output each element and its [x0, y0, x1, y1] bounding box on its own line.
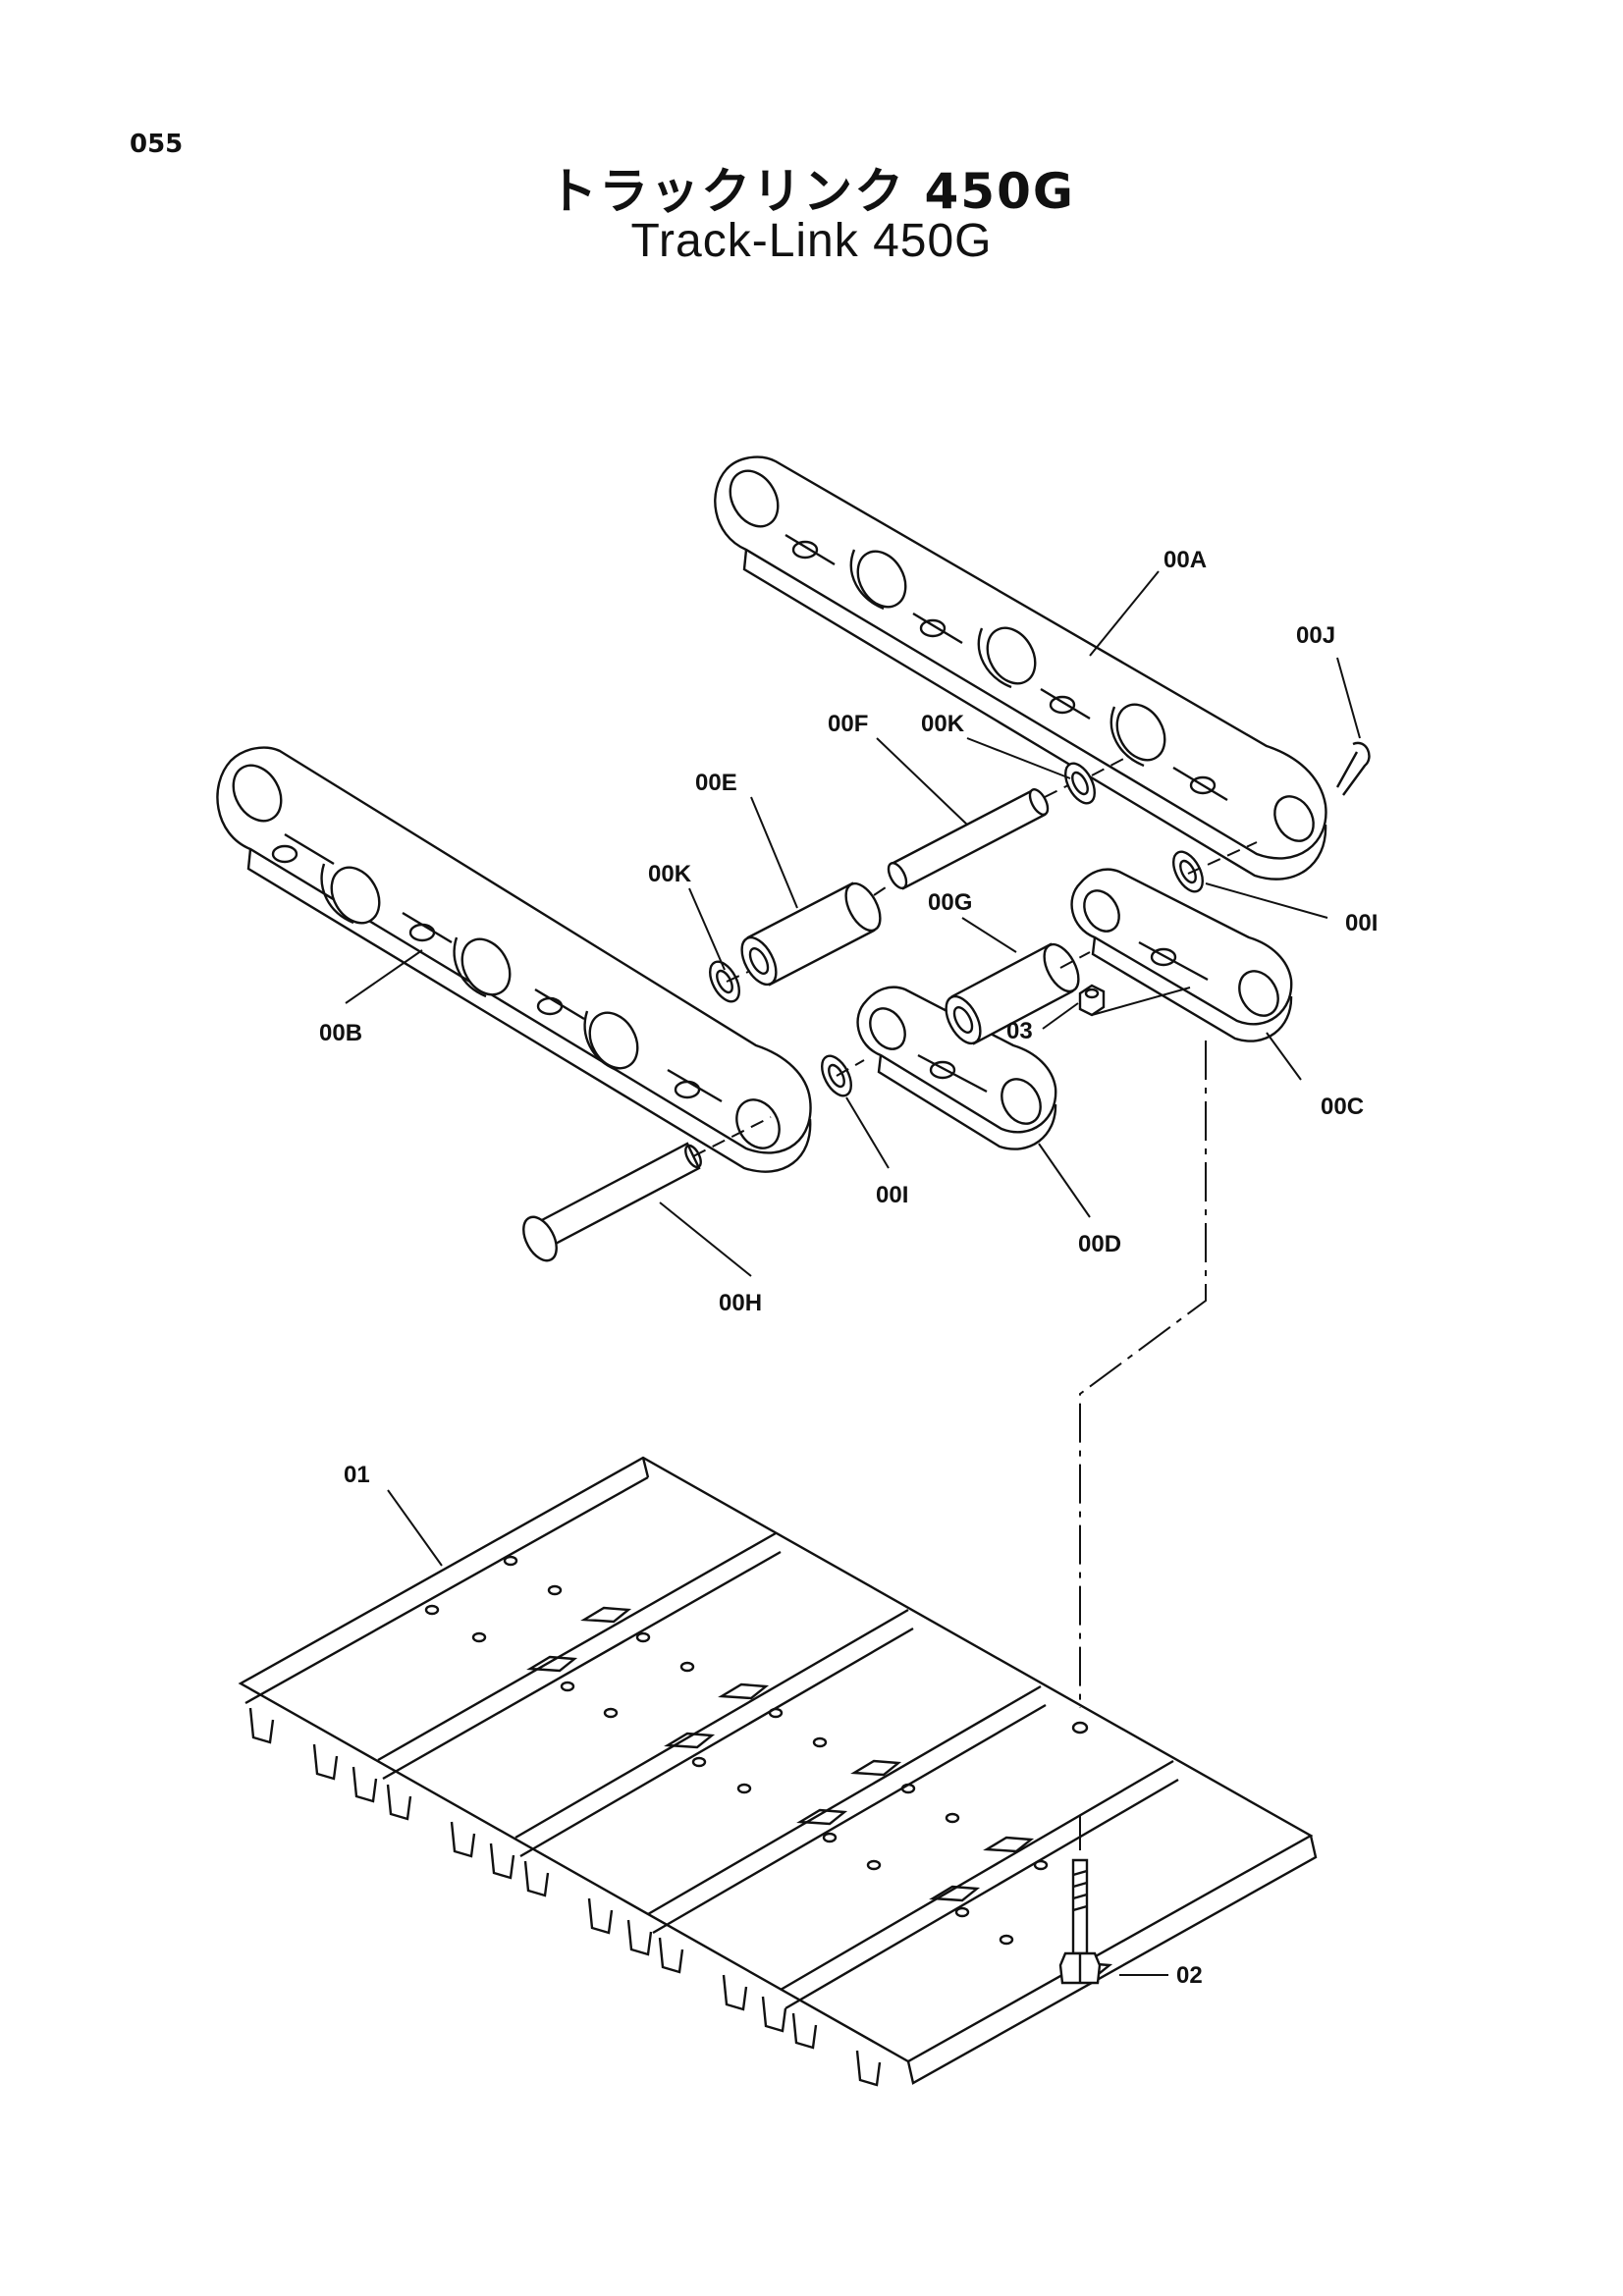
pin-00h — [522, 1142, 702, 1262]
seals — [709, 762, 1204, 1097]
seal-00k-top — [1064, 762, 1096, 805]
seal-00k-mid — [709, 960, 740, 1003]
label-03: 03 — [1006, 1018, 1033, 1044]
label-01: 01 — [344, 1462, 370, 1488]
label-00k-top: 00K — [921, 711, 965, 737]
label-00i-right: 00I — [1345, 910, 1378, 936]
title-japanese: トラックリンク 450G — [548, 163, 1075, 220]
cotter-pin-00j — [1335, 741, 1371, 796]
link-00c — [1070, 868, 1293, 1042]
label-02: 02 — [1176, 1962, 1203, 1989]
link-chain-00a — [714, 455, 1327, 881]
bushing-00e — [740, 881, 882, 987]
label-00j: 00J — [1296, 622, 1335, 649]
part-labels: 00A 00J 00F 00K 00E 00K 00G 00I 00B 03 0… — [319, 547, 1378, 1989]
label-00a: 00A — [1163, 547, 1207, 573]
label-00b: 00B — [319, 1020, 362, 1046]
nut-03 — [1078, 984, 1106, 1017]
center-lines — [692, 755, 1258, 1850]
leader-lines — [345, 570, 1361, 1976]
label-00h: 00H — [719, 1290, 762, 1316]
seal-00i-right — [1172, 850, 1204, 893]
pin-00f — [887, 788, 1050, 890]
link-00d — [856, 986, 1057, 1150]
label-00i-mid: 00I — [876, 1182, 908, 1208]
label-00f: 00F — [828, 711, 868, 737]
label-00d: 00D — [1078, 1231, 1121, 1257]
label-00e: 00E — [695, 770, 737, 796]
label-00c: 00C — [1321, 1094, 1364, 1120]
title-english: Track-Link 450G — [630, 215, 993, 267]
label-00k-mid: 00K — [648, 861, 692, 887]
link-chain-00b — [216, 746, 812, 1173]
page-number: 055 — [130, 130, 184, 159]
track-shoes-01 — [238, 1456, 1318, 2087]
bolt-02 — [1058, 1858, 1102, 1985]
label-00g: 00G — [928, 889, 972, 916]
